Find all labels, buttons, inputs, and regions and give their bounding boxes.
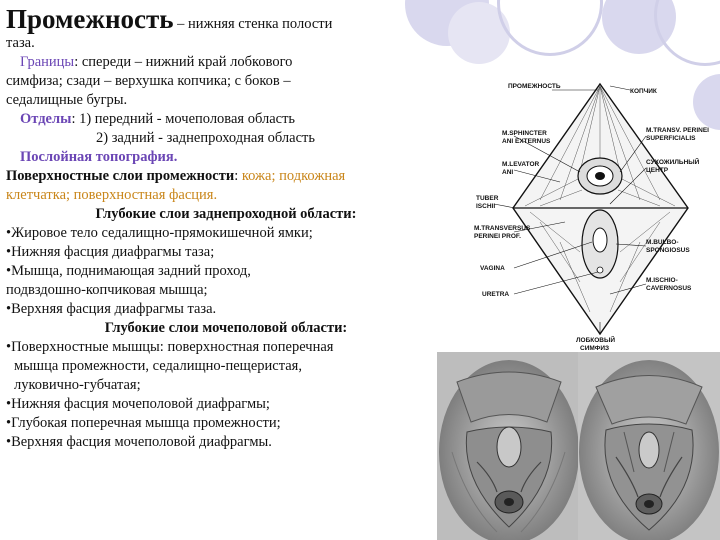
borders-text: : спереди – нижний край лобкового bbox=[74, 54, 293, 70]
diagram-label: M.LEVATOR bbox=[502, 161, 540, 168]
list-item: •Мышца, поднимающая задний проход, bbox=[6, 263, 251, 279]
list-item: •Поверхностные мышцы: поверхностная попе… bbox=[6, 339, 334, 355]
list-item: мышца промежности, седалищно-пещеристая, bbox=[14, 358, 302, 374]
page-title: Промежность bbox=[6, 4, 174, 34]
superficial-value: клетчатка; поверхностная фасция. bbox=[6, 187, 218, 203]
sections-line: Отделы: 1) передний - мочеполовая област… bbox=[6, 110, 446, 129]
topography-heading: Послойная топография. bbox=[20, 149, 178, 165]
diagram-label: ЦЕНТР bbox=[646, 167, 669, 174]
diagram-label: SPONGIOSUS bbox=[646, 247, 690, 254]
diagram-label: CAVERNOSUS bbox=[646, 285, 692, 292]
diagram-label: ANI bbox=[502, 169, 513, 176]
sections-line: 2) задний - заднепроходная область bbox=[96, 130, 315, 146]
diagram-label: M.TRANSV. PERINEI bbox=[646, 127, 709, 134]
list-item: •Верхняя фасция диафрагмы таза. bbox=[6, 301, 217, 317]
superficial-line: Поверхностные слои промежности: кожа; по… bbox=[6, 167, 446, 186]
anatomy-photo-right bbox=[578, 352, 720, 540]
borders-line: седалищные бугры. bbox=[6, 92, 128, 108]
anatomy-photo-left bbox=[437, 352, 580, 540]
diagram-label: SUPERFICIALIS bbox=[646, 135, 696, 142]
diagram-label: M.BULBO- bbox=[646, 239, 679, 246]
diagram-label: ANI EXTERNUS bbox=[502, 138, 551, 145]
uro-heading: Глубокие слои мочеполовой области: bbox=[104, 320, 348, 336]
superficial-value: кожа; подкожная bbox=[241, 168, 346, 184]
borders-line: Границы: спереди – нижний край лобкового bbox=[6, 53, 446, 72]
diagram-label: ПРОМЕЖНОСТЬ bbox=[508, 83, 561, 90]
list-item: луковично-губчатая; bbox=[14, 377, 141, 393]
superficial-colon: : bbox=[234, 168, 242, 184]
diagram-label: M.TRANSVERSUS bbox=[474, 225, 531, 232]
text-column: Промежность – нижняя стенка полости таза… bbox=[6, 4, 446, 452]
diagram-label: TUBER bbox=[476, 195, 499, 202]
perineum-diagram: ПРОМЕЖНОСТЬ КОПЧИК M.SPHINCTER ANI EXTER… bbox=[474, 82, 709, 352]
sections-label: Отделы bbox=[20, 111, 72, 127]
superficial-label: Поверхностные слои промежности bbox=[6, 168, 235, 184]
diagram-label: VAGINA bbox=[480, 265, 505, 272]
diagram-label: ЛОБКОВЫЙ bbox=[576, 335, 615, 344]
diagram-label: URETRA bbox=[482, 291, 509, 298]
title-line: Промежность – нижняя стенка полости bbox=[6, 4, 446, 34]
diagram-label: M.ISCHIO- bbox=[646, 277, 678, 284]
list-item: подвздошно-копчиковая мышца; bbox=[6, 282, 208, 298]
decor-ring bbox=[654, 0, 720, 66]
borders-label: Границы bbox=[20, 54, 75, 70]
list-item: •Жировое тело седалищно-прямокишечной ям… bbox=[6, 225, 313, 241]
diagram-label: M.SPHINCTER bbox=[502, 130, 547, 137]
list-item: •Нижняя фасция диафрагмы таза; bbox=[6, 244, 215, 260]
sections-text: : 1) передний - мочеполовая область bbox=[71, 111, 296, 127]
diagram-label: КОПЧИК bbox=[630, 88, 657, 95]
diagram-label: СУХОЖИЛЬНЫЙ bbox=[646, 157, 700, 166]
list-item: •Нижняя фасция мочеполовой диафрагмы; bbox=[6, 396, 270, 412]
list-item: •Глубокая поперечная мышца промежности; bbox=[6, 415, 281, 431]
diagram-label: PERINEI PROF. bbox=[474, 233, 521, 240]
diagram-label: ISCHII bbox=[476, 203, 495, 210]
anal-heading: Глубокие слои заднепроходной области: bbox=[95, 206, 357, 222]
list-item: •Верхняя фасция мочеполовой диафрагмы. bbox=[6, 434, 272, 450]
borders-line: симфиза; сзади – верхушка копчика; с бок… bbox=[6, 73, 291, 89]
title-continuation: таза. bbox=[6, 35, 35, 51]
diagram-label: СИМФИЗ bbox=[580, 345, 609, 352]
title-rest: – нижняя стенка полости bbox=[173, 16, 333, 32]
decor-ring bbox=[497, 0, 603, 56]
